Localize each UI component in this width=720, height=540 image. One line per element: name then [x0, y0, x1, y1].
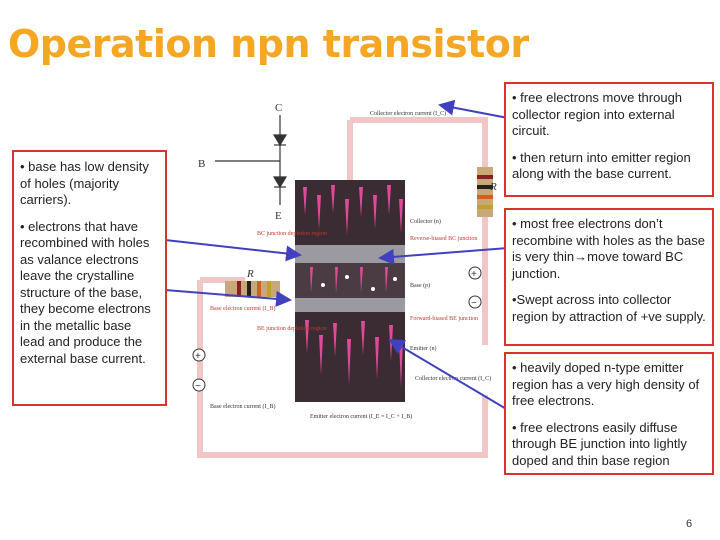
battery-left: [192, 348, 206, 392]
emitter-region-label: Emitter (n): [410, 345, 437, 352]
battery-right-minus: −: [471, 298, 477, 309]
be-depletion-region: [295, 298, 405, 312]
base-density-text: • base has low density of holes (majorit…: [20, 159, 149, 207]
resistor-right-label: R: [489, 181, 497, 193]
reverse-biased-label: Reverse-biased BC junction: [410, 236, 477, 242]
electron-streaks: [303, 185, 403, 387]
collector-current-label: Collector electron current (I_C): [370, 110, 446, 117]
swept-across-text: •Swept across into collector region by a…: [512, 292, 706, 324]
arrow-2: [378, 247, 509, 265]
bc-junction-label: BC junction depletion region: [257, 231, 327, 237]
diffuse-text: • free electrons easily diffuse through …: [512, 419, 687, 468]
base-current-label: Base electron current (I_B): [210, 305, 275, 312]
collector-explanation-box: • free electrons move through collector …: [504, 82, 714, 197]
battery-right-plus: +: [471, 269, 477, 280]
npn-transistor-figure: C B E R R: [192, 102, 497, 458]
arrow-5: [164, 289, 292, 307]
battery-left-plus: +: [195, 351, 201, 362]
collector-flow-text: • free electrons move through collector …: [512, 90, 683, 138]
slide-title: Operation npn transistor: [8, 22, 529, 66]
symbol-e-label: E: [275, 210, 282, 222]
circuit-wire-lower: [197, 280, 488, 458]
resistor-left-label: R: [246, 268, 254, 280]
base-region-label: Base (p): [410, 282, 430, 289]
arrow-1: [438, 99, 509, 119]
battery-right: [468, 266, 482, 309]
resistor-left: [225, 281, 280, 297]
emitter-current-label: Emitter electron current (I_E = I_C + I_…: [310, 413, 412, 420]
page-number: 6: [686, 518, 693, 530]
resistor-right: [477, 167, 493, 217]
emitter-density-text: • heavily doped n-type emitter region ha…: [512, 360, 700, 408]
recombination-text: • electrons that have recombined with ho…: [20, 218, 151, 366]
emitter-return-text: • then return into emitter region along …: [512, 149, 691, 182]
transistor-symbol: [215, 115, 288, 205]
symbol-b-label: B: [198, 158, 205, 170]
battery-left-minus: −: [195, 381, 201, 392]
base-thin-explanation-box: • most free electrons don’t recombine wi…: [504, 208, 714, 346]
symbol-c-label: C: [275, 102, 282, 114]
arrow-4: [164, 239, 302, 262]
forward-biased-label: Forward-biased BE junction: [410, 316, 478, 322]
holes: [321, 275, 397, 291]
be-junction-label: BE junction depletion region: [257, 326, 327, 332]
bc-depletion-region: [295, 245, 405, 263]
collector-region: [295, 180, 405, 245]
base-explanation-box: • base has low density of holes (majorit…: [12, 150, 167, 406]
no-recombine-text: • most free electrons don’t recombine wi…: [512, 216, 705, 281]
base-current-lower-label: Base electron current (I_B): [210, 403, 275, 410]
emitter-explanation-box: • heavily doped n-type emitter region ha…: [504, 352, 714, 475]
arrow-3: [388, 338, 509, 411]
circuit-wire: [350, 117, 488, 345]
collector-region-label: Collector (n): [410, 218, 441, 225]
